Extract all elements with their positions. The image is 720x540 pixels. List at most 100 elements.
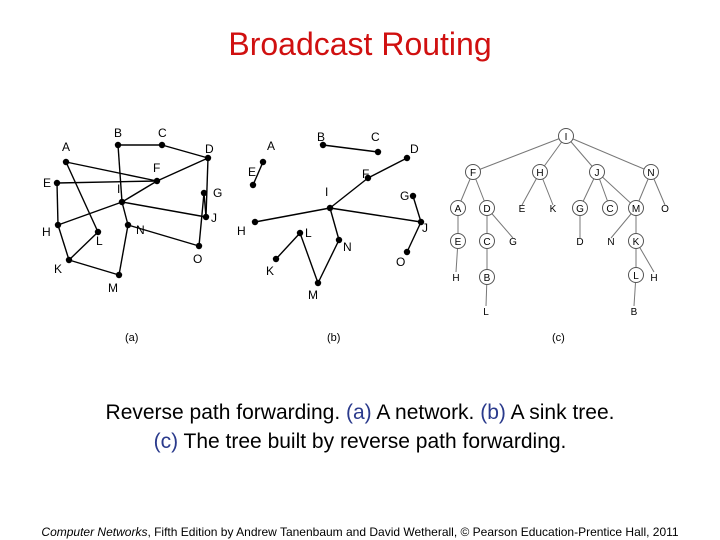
caption-line2-part-1: The tree built by reverse path forwardin…	[178, 430, 567, 453]
panel-a-node-h	[54, 221, 62, 229]
panel-b-edge-l-m	[299, 232, 319, 284]
panel-b-edge-i-j	[329, 207, 422, 223]
panel-b-node-label-o: O	[396, 255, 405, 269]
panel-b-node-e	[249, 181, 257, 189]
panel-a-node-label-e: E	[43, 176, 51, 190]
caption-line-1: Reverse path forwarding. (a) A network. …	[40, 398, 680, 427]
panel-a-node-d	[204, 154, 212, 162]
caption-line1-part-2: A network.	[371, 401, 481, 424]
panel-c-circled-node-g	[572, 200, 588, 216]
panel-a-edge-h-k	[57, 224, 70, 261]
panel-b-label: (b)	[327, 332, 340, 344]
panel-c-circled-node-i	[558, 128, 574, 144]
panel-a-node-label-k: K	[54, 262, 62, 276]
panel-b-node-o	[403, 248, 411, 256]
panel-b-node-label-i: I	[325, 185, 328, 199]
panel-b-node-d	[403, 154, 411, 162]
panel-b-node-k	[272, 255, 280, 263]
panel-b-node-label-m: M	[308, 288, 318, 302]
panel-c-circled-node-l	[628, 267, 644, 283]
panel-b-node-a	[259, 158, 267, 166]
panel-b-node-label-e: E	[248, 165, 256, 179]
panel-c-circled-label-b: B	[484, 273, 491, 284]
panel-c-circled-label-l: L	[633, 271, 639, 282]
panel-b-edge-d-f	[367, 157, 408, 179]
panel-a-node-label-c: C	[158, 126, 167, 140]
panel-c-circled-node-h	[532, 164, 548, 180]
panel-a-edge-g-j	[203, 192, 207, 218]
panel-a-node-k	[65, 256, 73, 264]
panel-c-circled-node-k	[628, 233, 644, 249]
panel-a-node-j	[202, 213, 210, 221]
panel-a-edge-n-o	[127, 224, 200, 247]
panel-a-node-f	[153, 177, 161, 185]
panel-b-node-l	[296, 229, 304, 237]
panel-c-circled-label-a: A	[455, 204, 462, 215]
panel-c-circled-node-e	[450, 233, 466, 249]
panel-b-node-n	[335, 236, 343, 244]
panel-a-node-o	[195, 242, 203, 250]
panel-a-edge-e-h	[56, 182, 59, 226]
panel-a-node-label-m: M	[108, 281, 118, 295]
panel-a-edge-h-i	[57, 201, 123, 226]
panel-c-circled-label-h: H	[536, 168, 543, 179]
panel-a-node-b	[114, 141, 122, 149]
panel-c-leaf-label-h: H	[452, 273, 459, 284]
panel-a-edge-g-o	[198, 192, 205, 247]
panel-a-edge-e-f	[56, 180, 158, 184]
panel-a-edge-b-i	[117, 144, 123, 203]
panel-c-leaf-label-n: N	[607, 237, 614, 248]
panel-c-circled-label-m: M	[632, 204, 640, 215]
panel-c-edge-3	[565, 135, 652, 173]
panel-c-circled-label-k: K	[633, 237, 640, 248]
panel-c-circled-label-f: F	[470, 168, 476, 179]
panel-c-edge-0	[472, 135, 567, 173]
caption-line1-part-3: (b)	[480, 401, 506, 424]
panel-b-node-label-l: L	[305, 226, 312, 240]
panel-c-circled-label-c: C	[483, 237, 490, 248]
panel-c-leaf-label-e: E	[519, 204, 526, 215]
panel-a-edge-f-i	[121, 180, 158, 203]
panel-a-node-g	[200, 189, 208, 197]
panel-b-node-f	[364, 174, 372, 182]
panel-a-node-label-l: L	[96, 234, 103, 248]
caption-line2-part-0: (c)	[153, 430, 179, 453]
panel-b-node-b	[319, 141, 327, 149]
caption-line1-part-0: Reverse path forwarding.	[105, 401, 346, 424]
panel-b-node-label-c: C	[371, 130, 380, 144]
panel-b-edge-b-c	[322, 144, 379, 153]
panel-c-circled-label-j: J	[595, 168, 600, 179]
panel-c-circled-label-c: C	[606, 204, 613, 215]
panel-c-circled-node-n	[643, 164, 659, 180]
panel-c-leaf-label-d: D	[576, 237, 583, 248]
panel-c-circled-node-a	[450, 200, 466, 216]
figure-caption: Reverse path forwarding. (a) A network. …	[40, 398, 680, 456]
panel-b-node-h	[251, 218, 259, 226]
panel-b-node-label-k: K	[266, 264, 274, 278]
panel-c-circled-node-b	[479, 269, 495, 285]
caption-line1-part-4: A sink tree.	[505, 401, 615, 424]
panel-a-edge-k-l	[68, 231, 99, 261]
panel-c-leaf-label-g: G	[509, 237, 517, 248]
panel-a-node-label-i: I	[117, 182, 120, 196]
panel-b-node-label-h: H	[237, 224, 246, 238]
panel-a-edge-d-f	[156, 157, 209, 182]
panel-a-edge-a-l	[65, 161, 99, 233]
panel-c-leaf-label-h: H	[650, 273, 657, 284]
panel-c-edge-10	[596, 171, 637, 209]
panel-b-edge-k-l	[275, 232, 301, 260]
panel-b-edge-g-j	[412, 195, 422, 223]
panel-b-node-label-j: J	[422, 221, 428, 235]
panel-b-node-label-d: D	[410, 142, 419, 156]
panel-a-edge-a-f	[65, 161, 158, 182]
panel-b-edge-a-e	[252, 161, 264, 186]
panel-c-circled-node-f	[465, 164, 481, 180]
footer-book-title: Computer Networks	[41, 525, 148, 539]
panel-a-edge-i-n	[121, 201, 129, 226]
panel-c-circled-label-n: N	[647, 168, 654, 179]
panel-a-node-n	[124, 221, 132, 229]
